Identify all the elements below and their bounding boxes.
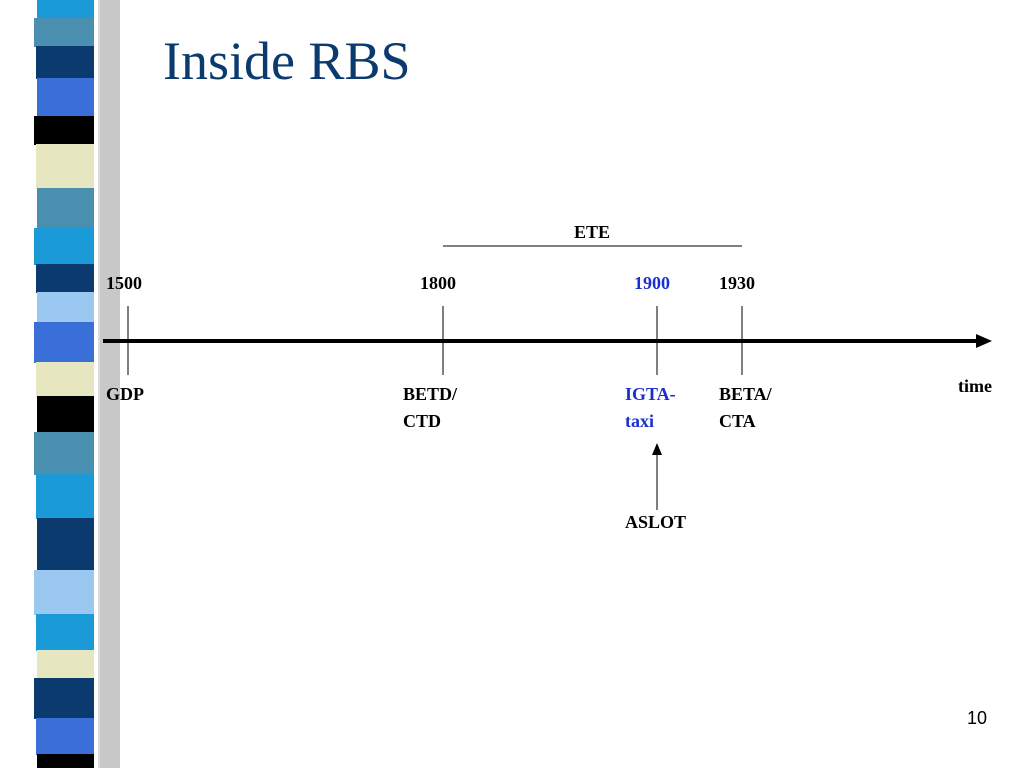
- stripe-block: [37, 188, 94, 229]
- stripe-block: [34, 432, 94, 475]
- stripe-block: [34, 18, 94, 47]
- stripe-block: [36, 46, 94, 79]
- event-betd-line1: BETD/: [403, 384, 458, 404]
- slide-title: Inside RBS: [163, 31, 411, 91]
- event-label-gdp: GDP: [106, 381, 144, 408]
- stripe-block: [37, 292, 94, 323]
- event-betd-line2: CTD: [403, 411, 442, 431]
- event-label-betd-ctd: BETD/ CTD: [403, 381, 457, 435]
- event-igta-line2: taxi: [625, 411, 654, 431]
- stripe-block: [36, 718, 94, 755]
- event-label-igta-taxi: IGTA- taxi: [625, 381, 676, 435]
- stripe-block: [37, 754, 94, 768]
- aslot-label: ASLOT: [625, 512, 687, 532]
- event-igta-line1: IGTA-: [625, 384, 676, 404]
- event-label-beta-cta: BETA/ CTA: [719, 381, 772, 435]
- stripe-block: [34, 116, 94, 145]
- timeline-arrowhead: [976, 334, 992, 348]
- ete-label: ETE: [574, 222, 611, 242]
- stripe-block: [37, 78, 94, 117]
- decorative-stripe: [34, 0, 120, 768]
- stripe-block: [37, 0, 94, 19]
- event-beta-line1: BETA/: [719, 384, 772, 404]
- stripe-block: [36, 264, 94, 293]
- stripe-block: [37, 650, 94, 679]
- axis-label-time: time: [958, 376, 992, 396]
- event-beta-line2: CTA: [719, 411, 756, 431]
- stripe-block: [34, 228, 94, 265]
- stripe-block: [34, 322, 94, 363]
- year-label-1900: 1900: [634, 273, 670, 293]
- stripe-block: [36, 144, 94, 189]
- stripe-block: [36, 362, 94, 397]
- stripe-block: [34, 678, 94, 719]
- stripe-block: [34, 570, 94, 615]
- year-label-1930: 1930: [719, 273, 755, 293]
- page-number: 10: [967, 708, 988, 728]
- stripe-block: [36, 614, 94, 651]
- year-label-1500: 1500: [106, 273, 142, 293]
- year-label-1800: 1800: [420, 273, 456, 293]
- event-gdp-line1: GDP: [106, 384, 144, 404]
- stripe-block: [37, 396, 94, 433]
- aslot-arrowhead: [652, 443, 662, 455]
- stripe-block: [36, 474, 94, 519]
- stripe-block: [37, 518, 94, 571]
